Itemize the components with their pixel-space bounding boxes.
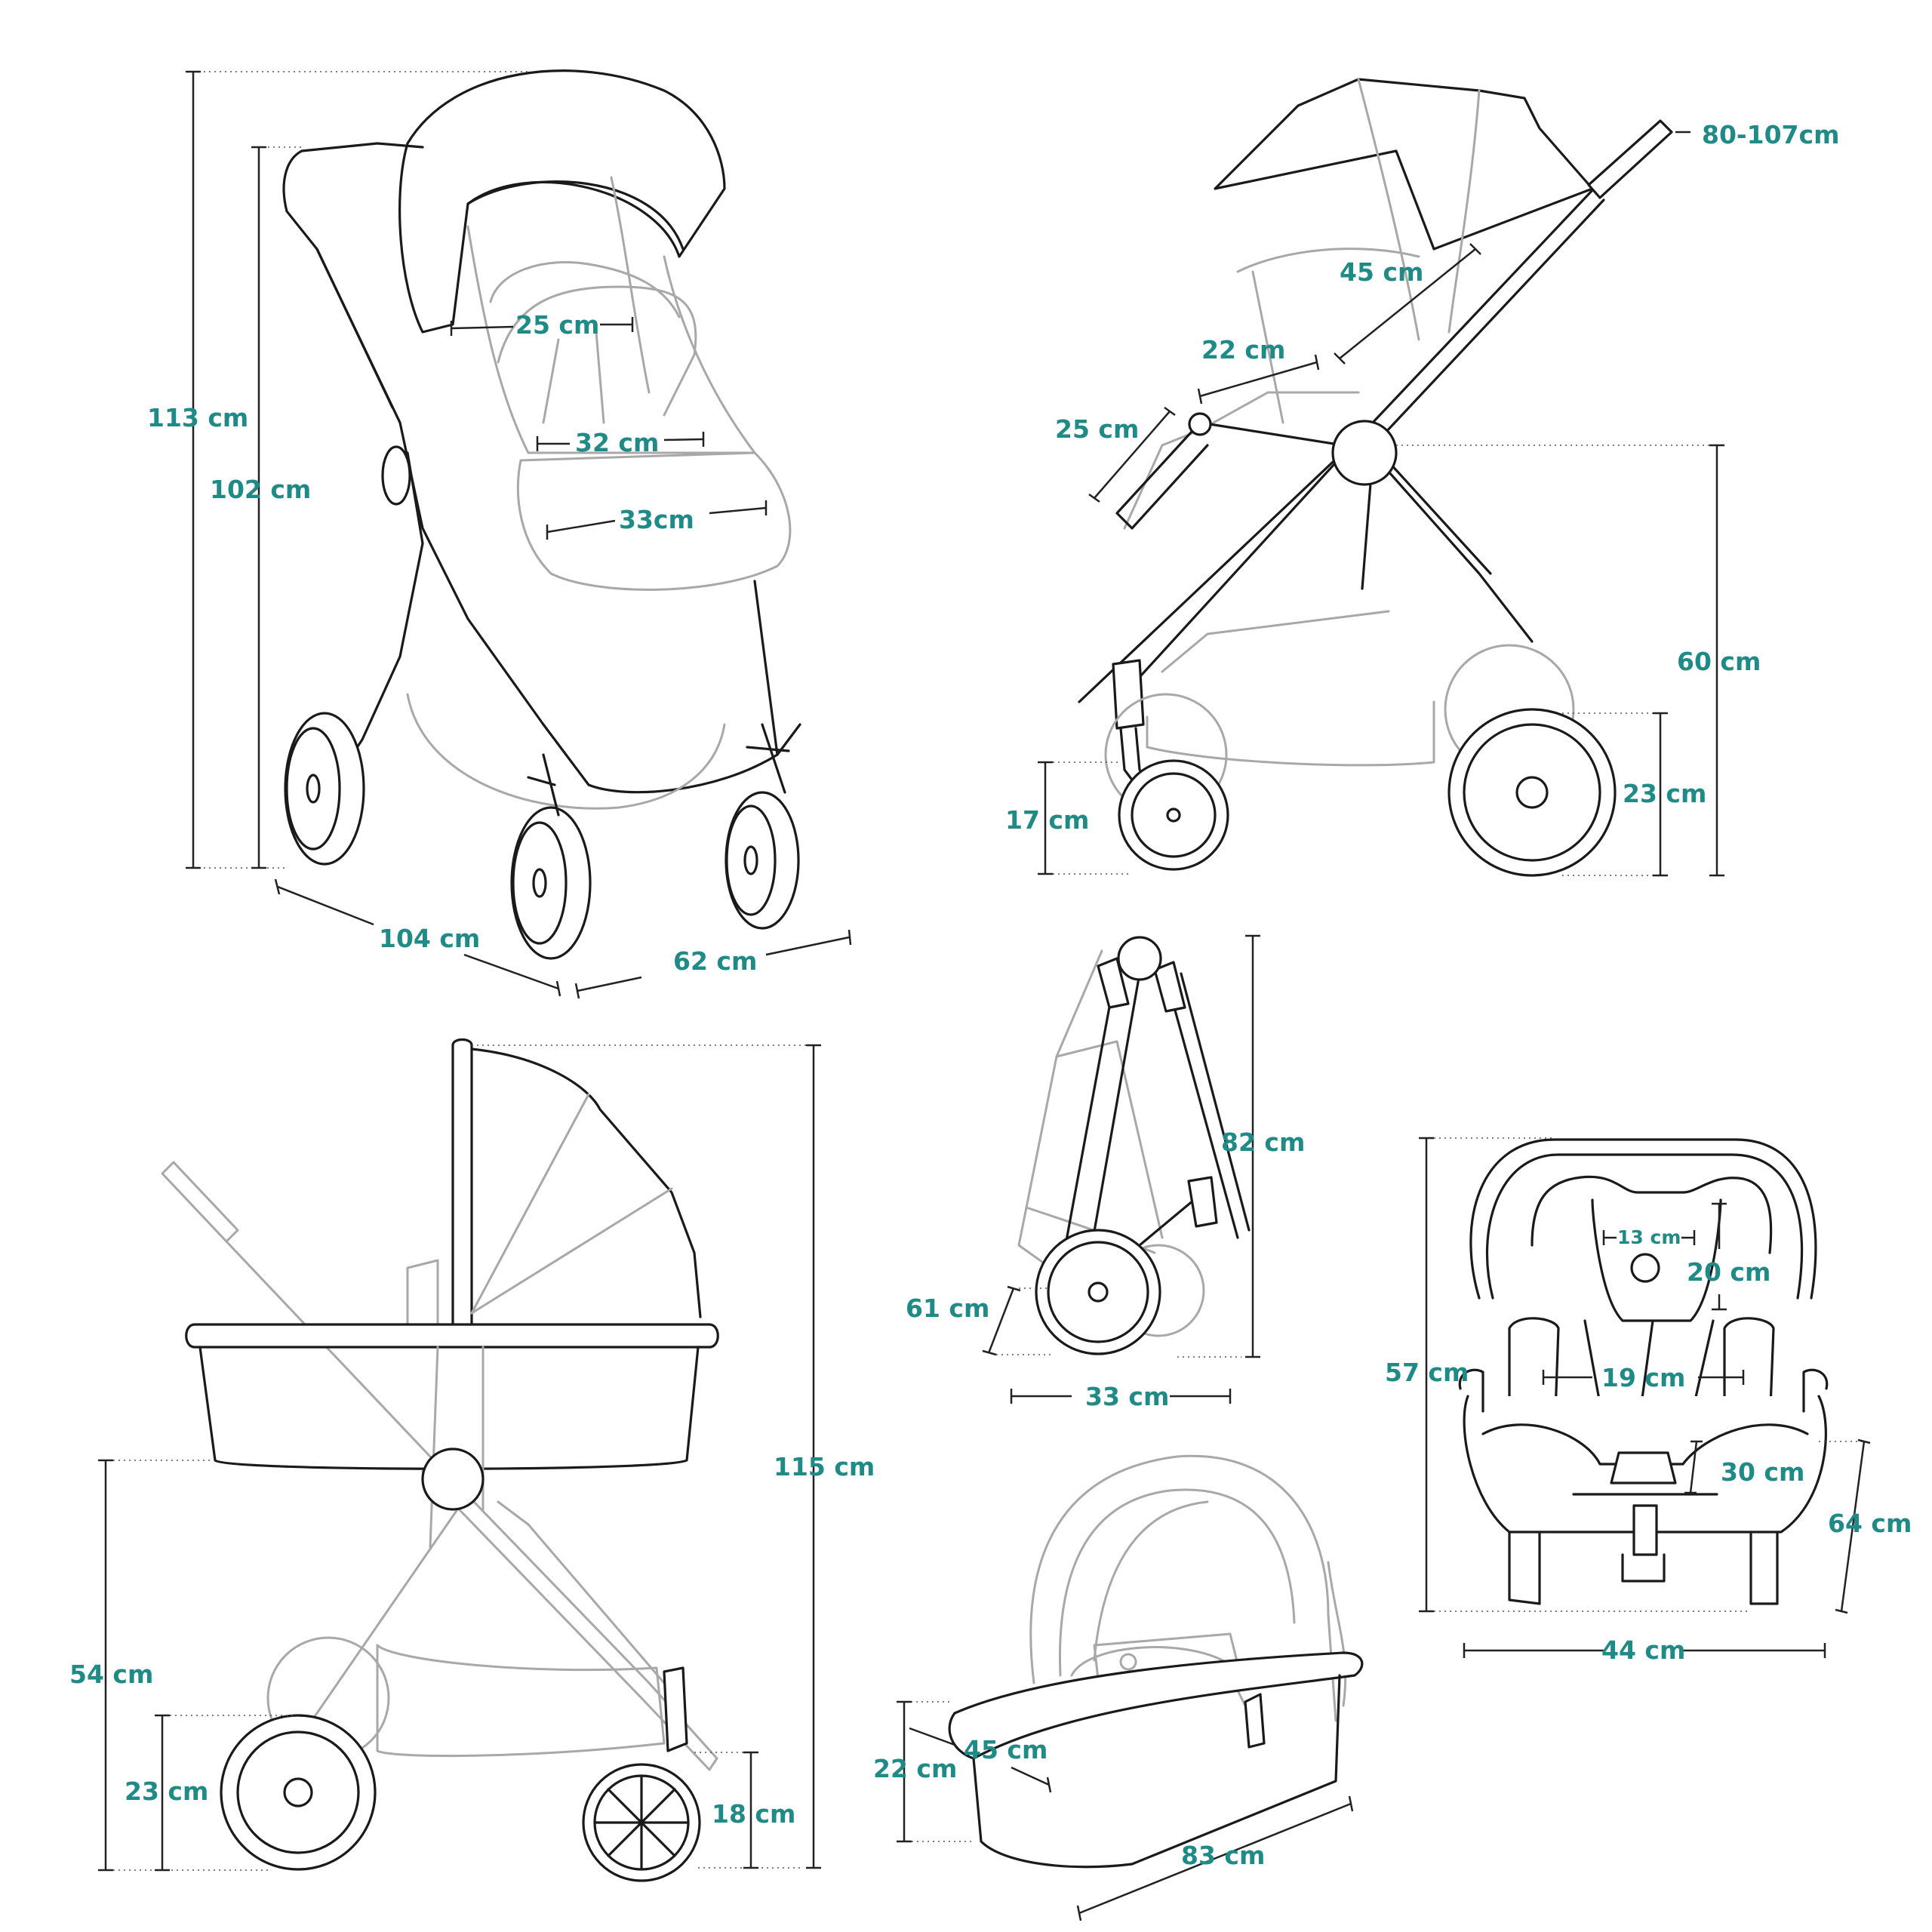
- label-front-wheel: 17 cm: [1005, 805, 1089, 835]
- label-headrest-height: 20 cm: [1687, 1257, 1770, 1287]
- label-folded-length: 61 cm: [906, 1294, 989, 1323]
- label-seat-height: 60 cm: [1677, 647, 1761, 676]
- car-seat-illustration: [1458, 1138, 1829, 1605]
- label-headrest-width: 13 cm: [1617, 1226, 1681, 1248]
- folded-stroller-illustration: [1017, 936, 1251, 1355]
- label-rear-wheel: 23 cm: [1623, 779, 1706, 808]
- label-legrest-length: 25 cm: [1055, 414, 1139, 444]
- label-seat-back-width: 25 cm: [515, 310, 599, 340]
- label-carrycot-height: 54 cm: [69, 1660, 153, 1689]
- label-folded-width: 33 cm: [1085, 1382, 1169, 1411]
- label-carrycot-front-wheel: 18 cm: [712, 1799, 795, 1829]
- label-handle-height: 102 cm: [210, 475, 311, 504]
- folded-dimensions: 82 cm 61 cm 33 cm: [906, 934, 1305, 1411]
- label-footrest-width: 33cm: [619, 505, 694, 534]
- stroller-front-dimensions: 113 cm 102 cm 25 cm 32 cm 33cm 104 cm 62…: [147, 70, 852, 999]
- label-total-height: 113 cm: [147, 403, 248, 432]
- label-shoulder-width: 19 cm: [1601, 1363, 1685, 1392]
- stroller-front-illustration: [282, 69, 801, 960]
- stroller-side-illustration: [1078, 78, 1673, 877]
- label-carrycot-length: 83 cm: [1181, 1841, 1265, 1870]
- carrycot-mode-dimensions: 115 cm 54 cm 23 cm 18 cm: [69, 1044, 875, 1872]
- carrycot-dimensions: 22 cm 45 cm 83 cm: [873, 1700, 1354, 1921]
- label-seat-depth-30: 30 cm: [1721, 1457, 1804, 1487]
- car-seat-dimensions: 13 cm 20 cm 19 cm 30 cm 57 cm 64 cm 44 c…: [1385, 1137, 1912, 1665]
- label-seat-depth: 22 cm: [1201, 335, 1285, 365]
- label-carrycot-height-22: 22 cm: [873, 1754, 957, 1783]
- label-width: 62 cm: [673, 946, 757, 976]
- carrycot-illustration: [948, 1454, 1364, 1869]
- label-car-seat-width: 44 cm: [1601, 1635, 1685, 1665]
- label-backrest-length: 45 cm: [1340, 257, 1423, 287]
- label-carrycot-total-height: 115 cm: [774, 1452, 875, 1481]
- label-car-seat-height: 57 cm: [1385, 1358, 1469, 1387]
- label-length: 104 cm: [379, 924, 480, 953]
- label-folded-height: 82 cm: [1221, 1128, 1305, 1157]
- label-seat-width: 32 cm: [575, 428, 659, 457]
- label-carrycot-rear-wheel: 23 cm: [125, 1777, 208, 1806]
- label-carrycot-width: 45 cm: [964, 1735, 1048, 1764]
- label-car-seat-total-height: 64 cm: [1828, 1509, 1912, 1538]
- stroller-side-dimensions: 80-107cm 45 cm 22 cm 25 cm 60 cm 23 cm 1…: [1005, 120, 1839, 877]
- label-handle-range: 80-107cm: [1702, 120, 1839, 149]
- carrycot-mode-illustration: [161, 1038, 719, 1882]
